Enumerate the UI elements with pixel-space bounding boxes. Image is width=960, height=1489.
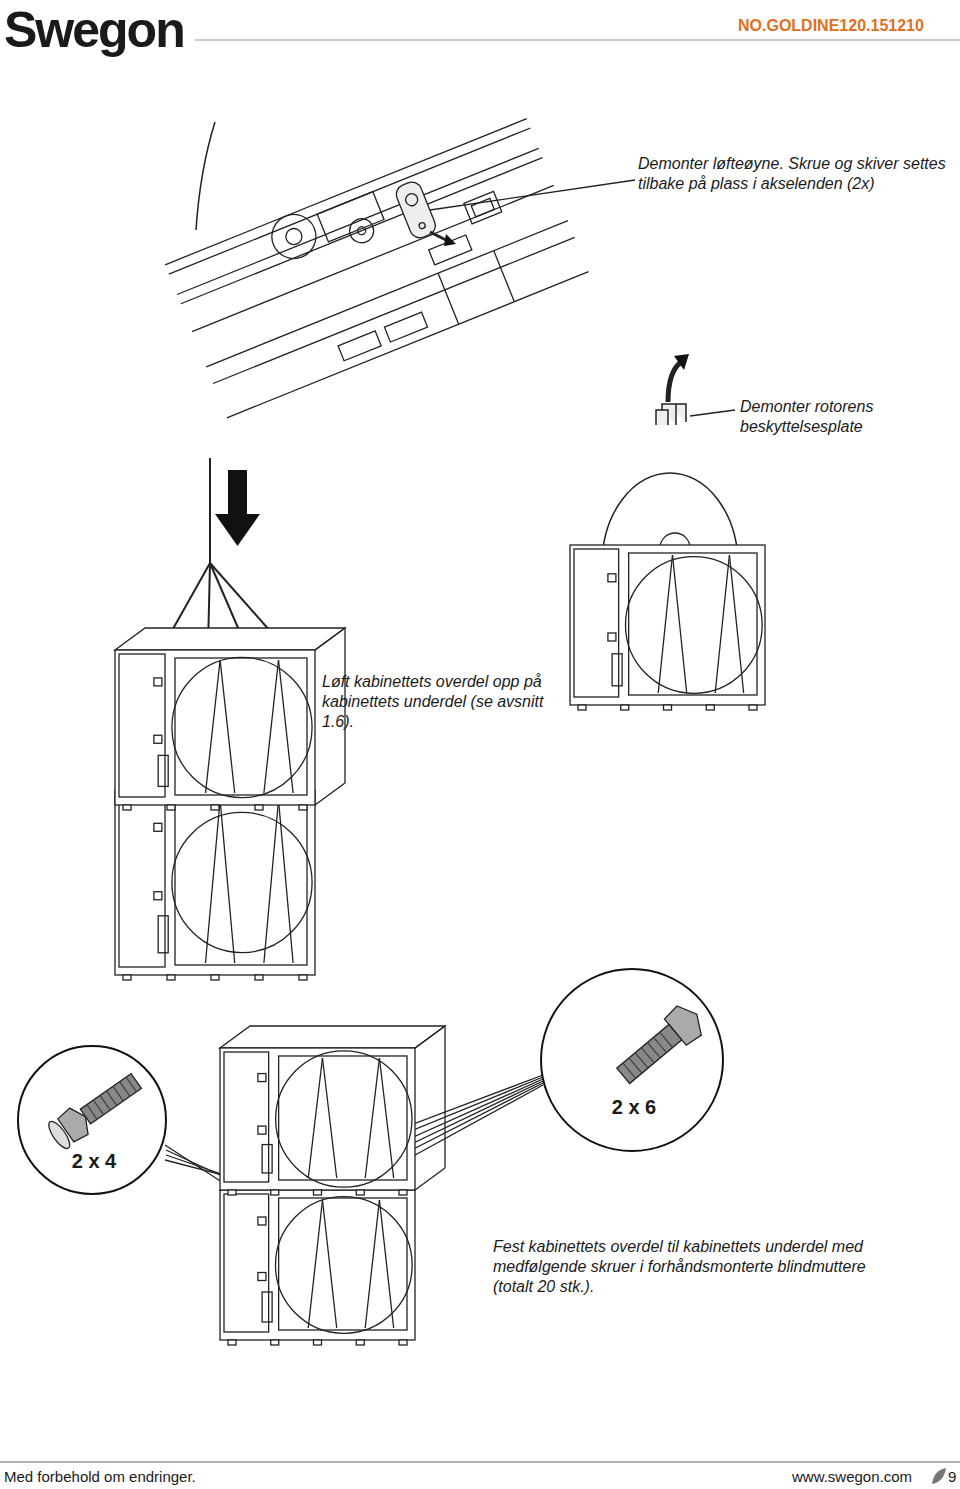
cabinet-line <box>264 660 279 793</box>
rotor <box>275 1197 412 1334</box>
cabinet-line <box>154 735 162 743</box>
cabinet-line <box>399 1340 407 1345</box>
cabinet-line <box>123 975 131 980</box>
cabinet-line <box>167 975 175 980</box>
cabinet-line <box>621 705 629 710</box>
cabinet-line <box>315 783 345 805</box>
cabinet-line <box>158 916 168 953</box>
rotor <box>276 1051 412 1187</box>
cabinet-line <box>158 755 168 786</box>
cabinet-line <box>356 1190 364 1195</box>
cabinet-line <box>299 975 307 980</box>
cabinet-line <box>672 555 686 693</box>
cabinet-line <box>315 628 345 650</box>
cabinet-line <box>322 1200 336 1328</box>
cabinet-line <box>228 1340 236 1345</box>
cabinet-body <box>220 1048 415 1190</box>
cabinet-line <box>228 1190 236 1195</box>
cabinet-line <box>279 660 294 793</box>
cabinet-line <box>749 705 757 710</box>
cabinet-body <box>115 650 315 805</box>
cabinet-line <box>706 705 714 710</box>
cabinet-line <box>154 678 162 686</box>
quantity-label: 2 x 6 <box>612 1096 656 1119</box>
instruction-note: Demonter rotorens beskyttelsesplate <box>740 397 952 437</box>
instruction-note: Fest kabinettets overdel til kabinettets… <box>493 1237 873 1297</box>
cabinet-line <box>258 1126 266 1134</box>
cabinet-line <box>715 555 729 693</box>
footer-note: Med forbehold om endringer. <box>4 1467 264 1487</box>
rotor <box>172 812 312 952</box>
cabinet-line <box>258 1273 266 1281</box>
cabinet-line <box>314 1190 322 1195</box>
document-code: NO.GOLDINE120.151210 <box>738 16 960 36</box>
cabinet-line <box>154 823 162 831</box>
cabinet-line <box>262 1292 272 1322</box>
cabinet-line <box>220 800 235 963</box>
cabinet-line <box>299 805 307 810</box>
cabinet-line <box>123 805 131 810</box>
cabinet-line <box>608 574 616 582</box>
cabinet-line <box>220 660 235 793</box>
cabinet-line <box>175 798 307 965</box>
cabinet-line <box>415 1168 445 1190</box>
cabinet-line <box>379 1200 393 1328</box>
cabinet-line <box>271 1190 279 1195</box>
cabinet-line <box>255 975 263 980</box>
cabinet-line <box>167 805 175 810</box>
rotor <box>172 657 312 797</box>
cabinet-line <box>415 1026 445 1048</box>
cabinet-line <box>264 800 279 963</box>
cabinet-line <box>154 892 162 900</box>
cabinet-line <box>444 1026 445 1168</box>
cabinet-line <box>314 1340 322 1345</box>
cabinet-line <box>379 1058 393 1178</box>
page-number: 9 <box>948 1467 960 1487</box>
cabinet-line <box>608 633 616 641</box>
cabinet-line <box>279 800 294 963</box>
cabinet-line <box>115 628 345 650</box>
cabinet-line <box>729 555 743 693</box>
cabinet-line <box>399 1190 407 1195</box>
cabinet-line <box>211 805 219 810</box>
cabinet-body <box>570 545 765 705</box>
cabinet-line <box>255 805 263 810</box>
cabinet-line <box>664 705 672 710</box>
cabinet-line <box>211 975 219 980</box>
cabinet-body <box>115 790 315 975</box>
quantity-label: 2 x 4 <box>72 1150 116 1173</box>
cabinet-line <box>279 1056 407 1180</box>
instruction-note: Løft kabinettets overdel opp på kabinett… <box>322 672 564 732</box>
cabinet-line <box>578 705 586 710</box>
cabinet-line <box>308 1058 322 1178</box>
cabinet-line <box>271 1340 279 1345</box>
cabinet-line <box>308 1200 322 1328</box>
cabinet-line <box>658 555 672 693</box>
cabinet-line <box>612 654 622 686</box>
cabinet-line <box>258 1217 266 1225</box>
footer-url: www.swegon.com <box>792 1467 932 1487</box>
cabinet-line <box>365 1200 379 1328</box>
instruction-note: Demonter løfteøyne. Skrue og skiver sett… <box>638 154 948 194</box>
cabinet-line <box>356 1340 364 1345</box>
cabinet-line <box>365 1058 379 1178</box>
cabinet-line <box>220 1026 445 1048</box>
logo: Swegon <box>4 2 204 58</box>
cabinet-line <box>258 1074 266 1082</box>
cabinet-body <box>220 1190 415 1340</box>
cabinet-line <box>175 658 307 795</box>
cabinet-line <box>262 1145 272 1173</box>
detail-circle: 2 x 4 <box>17 1045 167 1195</box>
cabinet-line <box>279 1198 407 1330</box>
cabinet-line <box>322 1058 336 1178</box>
cabinet-line <box>206 660 221 793</box>
cabinet-line <box>206 800 221 963</box>
detail-circle: 2 x 6 <box>540 968 724 1152</box>
